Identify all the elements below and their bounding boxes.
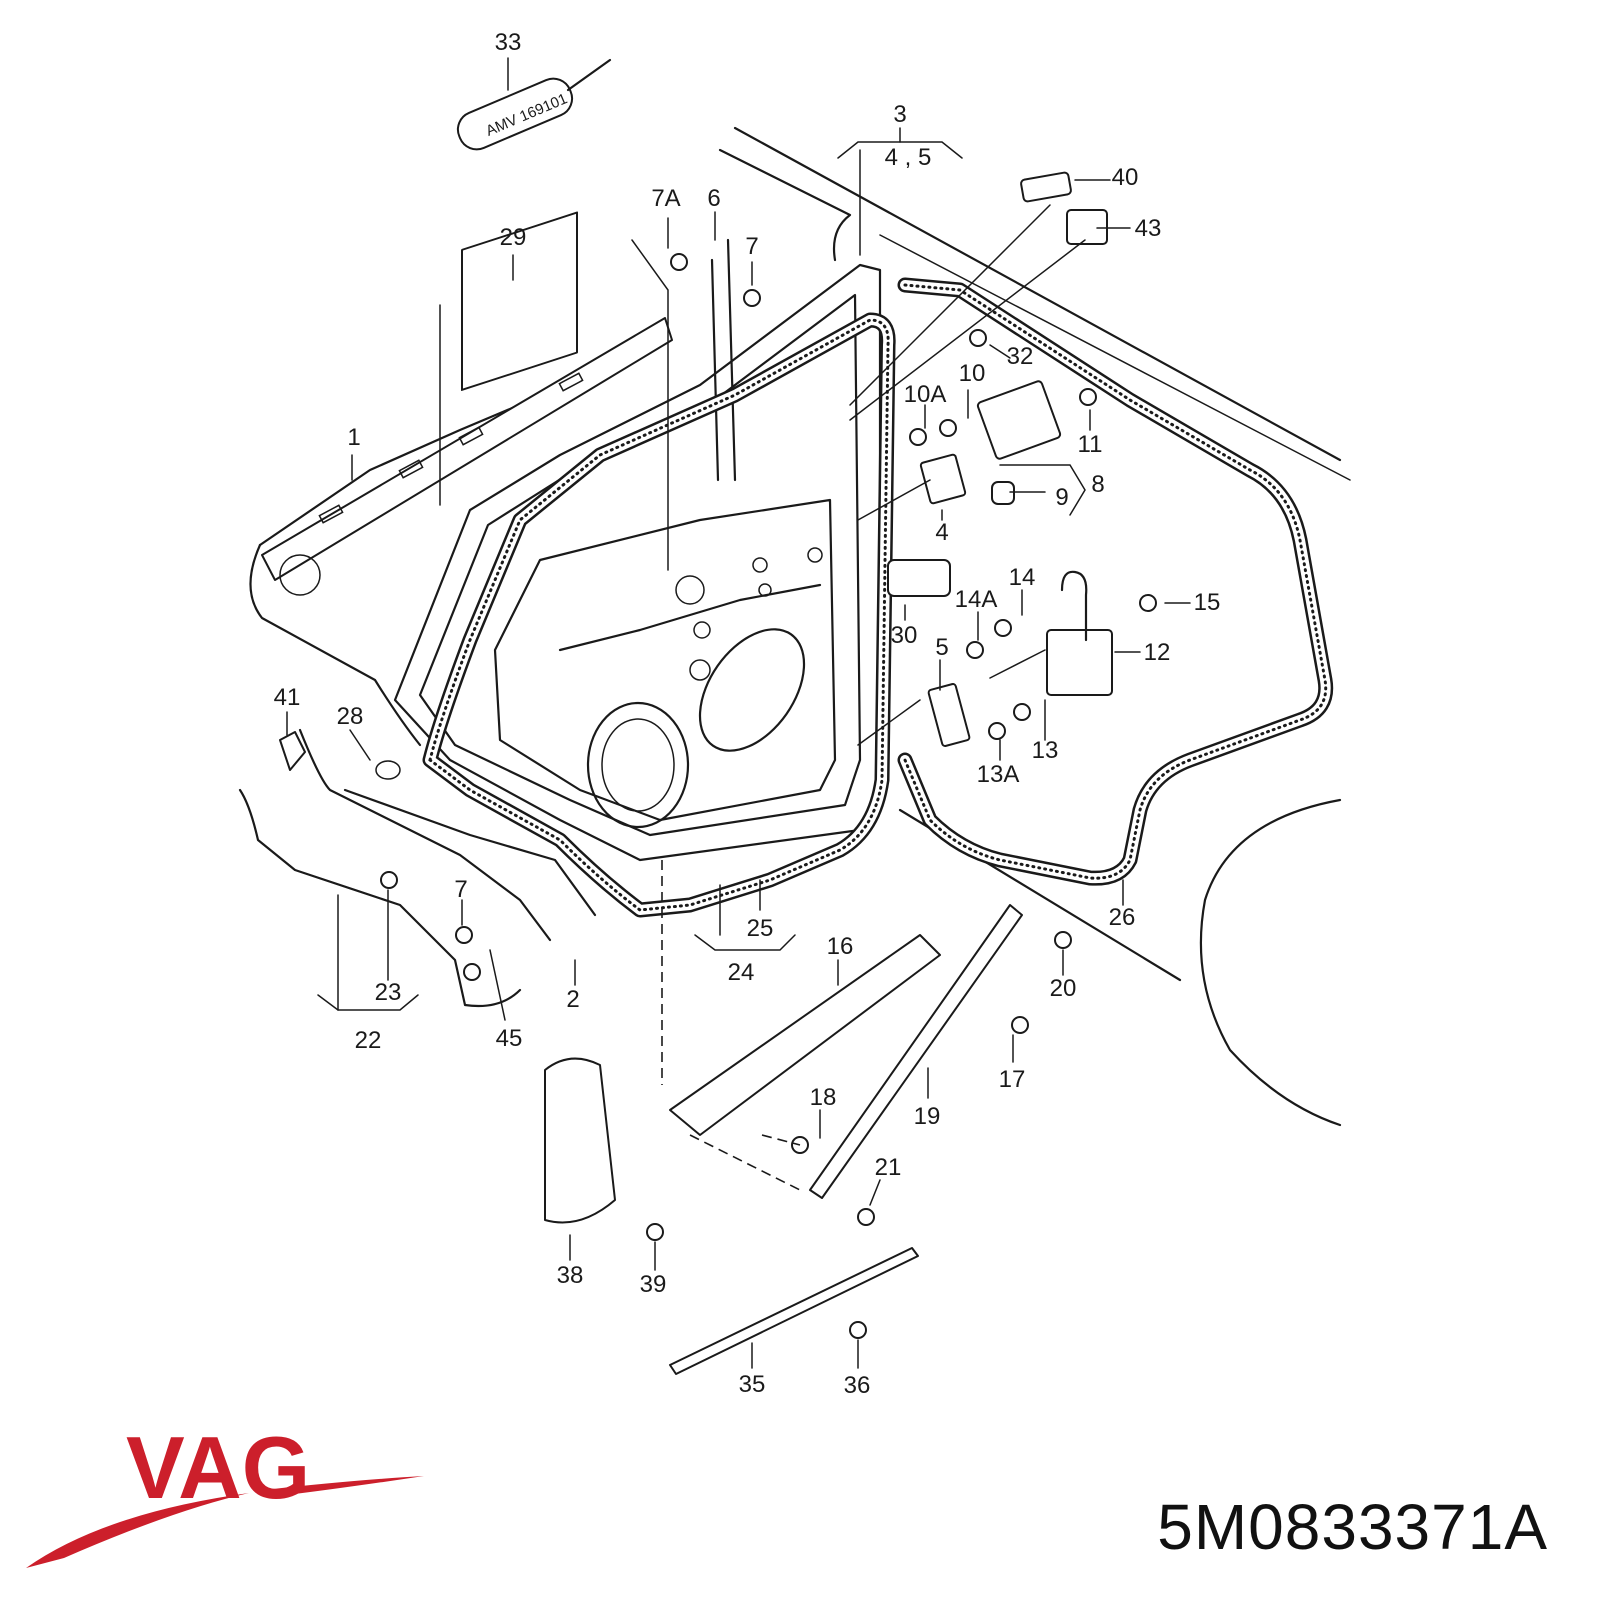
callout-label: 3 bbox=[893, 101, 906, 128]
callout-label: 33 bbox=[495, 29, 522, 56]
callout-label: 7 bbox=[454, 876, 467, 903]
callout-label: 25 bbox=[747, 915, 774, 942]
callout-label: 23 bbox=[375, 979, 402, 1006]
sealant-tube bbox=[456, 58, 612, 151]
door-seal bbox=[422, 312, 896, 918]
callout-label: 9 bbox=[1055, 484, 1068, 511]
car-body-outline bbox=[249, 126, 1351, 1127]
callout-label: 32 bbox=[1007, 343, 1034, 370]
callout-label: 7A bbox=[651, 185, 680, 212]
callout-label: 1 bbox=[347, 424, 360, 451]
callout-label: 8 bbox=[1091, 471, 1104, 498]
callout-label: 4 bbox=[935, 519, 948, 546]
body-opening-seal bbox=[897, 277, 1334, 886]
callout-label: 7 bbox=[745, 233, 758, 260]
callout-label: 15 bbox=[1194, 589, 1221, 616]
callout-label: 11 bbox=[1078, 431, 1103, 458]
callout-label: 20 bbox=[1050, 975, 1077, 1002]
callout-label: 40 bbox=[1112, 164, 1139, 191]
callout-label: 39 bbox=[640, 1271, 667, 1298]
plate bbox=[461, 211, 578, 391]
callout-label: 10 bbox=[959, 360, 986, 387]
callout-label: 12 bbox=[1144, 639, 1171, 666]
callout-label: 21 bbox=[875, 1154, 902, 1181]
callout-label: 14A bbox=[955, 586, 998, 613]
callout-label: 43 bbox=[1135, 215, 1162, 242]
callout-label: 6 bbox=[707, 185, 720, 212]
vag-logo: VAG bbox=[26, 1418, 424, 1568]
lower-parts bbox=[238, 728, 1023, 1375]
callout-label: 36 bbox=[844, 1372, 871, 1399]
callout-label: 13A bbox=[977, 761, 1020, 788]
part-number: 5M0833371A bbox=[1157, 1491, 1548, 1563]
leader-lines bbox=[286, 57, 1191, 1369]
trim-strip bbox=[261, 317, 673, 596]
callout-label: 13 bbox=[1032, 737, 1059, 764]
callout-label: 30 bbox=[891, 622, 918, 649]
callout-label: 28 bbox=[337, 703, 364, 730]
callout-label: 35 bbox=[739, 1371, 766, 1398]
callout-label: 45 bbox=[496, 1025, 523, 1052]
callout-label: 38 bbox=[557, 1262, 584, 1289]
callout-label: 17 bbox=[999, 1066, 1026, 1093]
callout-label: 18 bbox=[810, 1084, 837, 1111]
fasteners bbox=[380, 253, 1157, 1339]
callout-label: 4 , 5 bbox=[885, 144, 932, 171]
small-parts bbox=[887, 171, 1113, 747]
door-panel bbox=[393, 238, 882, 862]
callout-label: 5 bbox=[935, 634, 948, 661]
callout-label: 14 bbox=[1009, 564, 1036, 591]
callout-label: 22 bbox=[355, 1027, 382, 1054]
callout-label: 26 bbox=[1109, 904, 1136, 931]
callout-label: 24 bbox=[728, 959, 755, 986]
callout-label: 2 bbox=[566, 986, 579, 1013]
callout-label: 41 bbox=[274, 684, 301, 711]
callout-label: 16 bbox=[827, 933, 854, 960]
callout-label: 19 bbox=[914, 1103, 941, 1130]
callout-label: 29 bbox=[500, 224, 527, 251]
logo-text: VAG bbox=[126, 1418, 310, 1517]
callout-label: 10A bbox=[904, 381, 947, 408]
